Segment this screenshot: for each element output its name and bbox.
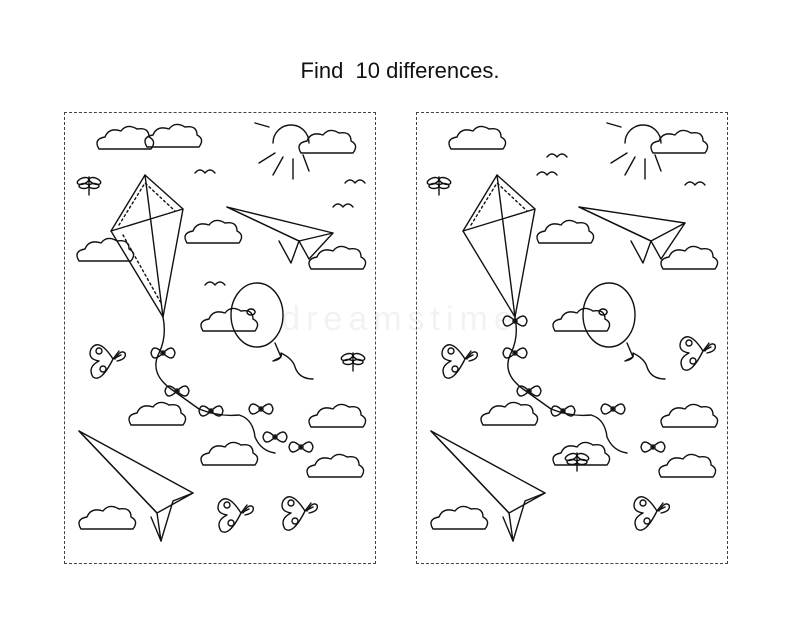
balloon-icon [582, 282, 666, 380]
bird-icon [684, 181, 706, 186]
puzzle-title: Find 10 differences. [300, 58, 500, 83]
kite-icon [462, 174, 666, 454]
butterfly-icon [217, 498, 255, 533]
paper-plane-icon [226, 206, 334, 264]
sun-icon [254, 122, 310, 180]
bird-icon [536, 171, 558, 176]
cloud-icon [306, 453, 365, 478]
bird-icon [194, 169, 216, 174]
cloud-icon [200, 307, 259, 332]
cloud-icon [552, 307, 611, 332]
cloud-icon [298, 129, 357, 154]
cloud-icon [200, 441, 259, 466]
paper-plane-icon [578, 206, 686, 264]
dragonfly-icon [339, 351, 367, 372]
cloud-icon [650, 129, 709, 154]
cloud-icon [536, 219, 595, 244]
right-picture-panel[interactable] [416, 112, 728, 564]
cloud-icon [184, 219, 243, 244]
butterfly-icon [679, 336, 717, 371]
paper-plane-icon [78, 430, 194, 542]
butterfly-icon [441, 344, 479, 379]
butterfly-icon [89, 344, 127, 379]
butterfly-icon [281, 496, 319, 531]
dragonfly-icon [563, 451, 591, 472]
dragonfly-icon [425, 175, 453, 196]
cloud-icon [96, 125, 155, 150]
balloon-icon [230, 282, 314, 380]
bird-icon [546, 153, 568, 158]
cloud-icon [78, 505, 137, 530]
bird-icon [332, 203, 354, 208]
cloud-icon [480, 401, 539, 426]
cloud-icon [660, 403, 719, 428]
cloud-icon [658, 453, 717, 478]
cloud-icon [430, 505, 489, 530]
cloud-icon [308, 403, 367, 428]
bird-icon [204, 281, 226, 286]
left-picture-panel[interactable] [64, 112, 376, 564]
cloud-icon [448, 125, 507, 150]
butterfly-icon [633, 496, 671, 531]
paper-plane-icon [430, 430, 546, 542]
cloud-icon [660, 245, 719, 270]
sun-icon [606, 122, 662, 180]
cloud-icon [76, 237, 135, 262]
bird-icon [344, 179, 366, 184]
dragonfly-icon [75, 175, 103, 196]
kite-icon [110, 174, 314, 454]
cloud-icon [128, 401, 187, 426]
